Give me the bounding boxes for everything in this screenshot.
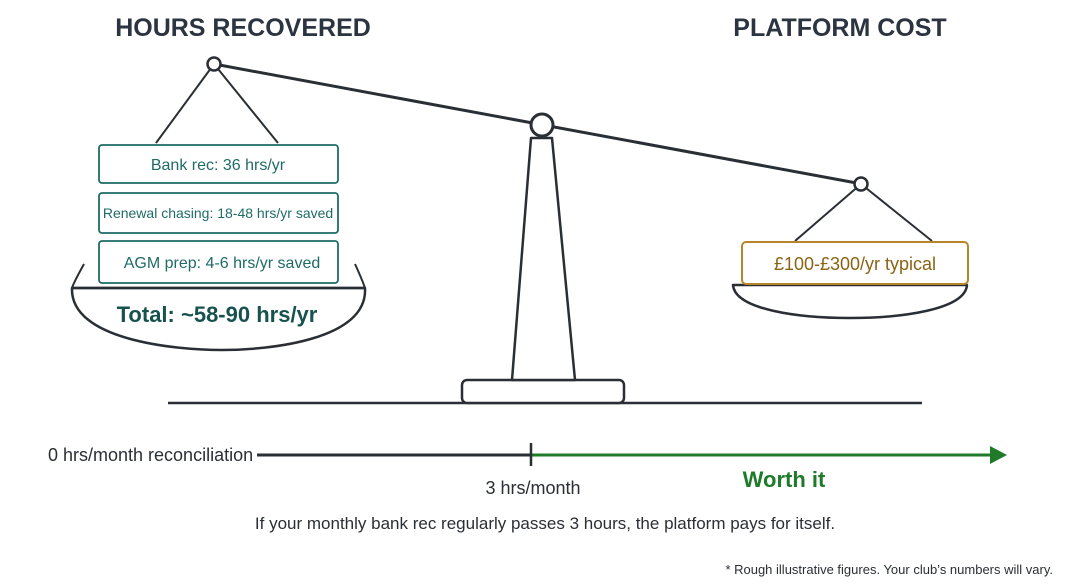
right-pan-bowl xyxy=(731,283,969,320)
left-pan-item-agm-prep: AGM prep: 4-6 hrs/yr saved xyxy=(98,240,339,284)
left-pan-item-bank-rec: Bank rec: 36 hrs/yr xyxy=(98,144,339,184)
axis-start-label: 0 hrs/month reconciliation xyxy=(48,445,253,465)
renewal-chasing-label: Renewal chasing: 18-48 hrs/yr saved xyxy=(103,205,333,221)
axis-arrowhead xyxy=(990,446,1007,464)
footnote: * Rough illustrative figures. Your club’… xyxy=(725,562,1053,577)
platform-cost-heading: PLATFORM COST xyxy=(733,14,946,42)
left-pan-rim-curve-right xyxy=(354,263,366,289)
hours-recovered-heading: HOURS RECOVERED xyxy=(115,14,371,42)
right-pivot-ring xyxy=(853,176,869,192)
threshold-marker-label: 3 hrs/month xyxy=(485,478,580,498)
caption: If your monthly bank rec regularly passe… xyxy=(255,514,835,533)
agm-prep-label: AGM prep: 4-6 hrs/yr saved xyxy=(124,255,321,272)
right-hanger-line-right xyxy=(860,183,933,242)
platform-cost-label: £100-£300/yr typical xyxy=(774,254,936,274)
scale-pillar xyxy=(510,136,577,382)
scale-base xyxy=(460,378,626,405)
right-pan-cost-item: £100-£300/yr typical xyxy=(741,241,969,285)
left-hanger-line-right xyxy=(213,63,279,144)
right-hanger-line-left xyxy=(794,183,862,242)
total-hours-label: Total: ~58-90 hrs/yr xyxy=(117,302,318,327)
left-pan-rim-curve-left xyxy=(71,263,85,289)
bank-rec-label: Bank rec: 36 hrs/yr xyxy=(151,157,286,174)
center-pivot-ring xyxy=(529,112,555,138)
left-hanger-line-left xyxy=(155,63,215,144)
worth-it-label: Worth it xyxy=(743,467,826,492)
left-pan-item-renewal-chasing: Renewal chasing: 18-48 hrs/yr saved xyxy=(98,192,339,234)
left-pivot-ring xyxy=(206,56,222,72)
left-pan-bowl xyxy=(70,286,367,352)
